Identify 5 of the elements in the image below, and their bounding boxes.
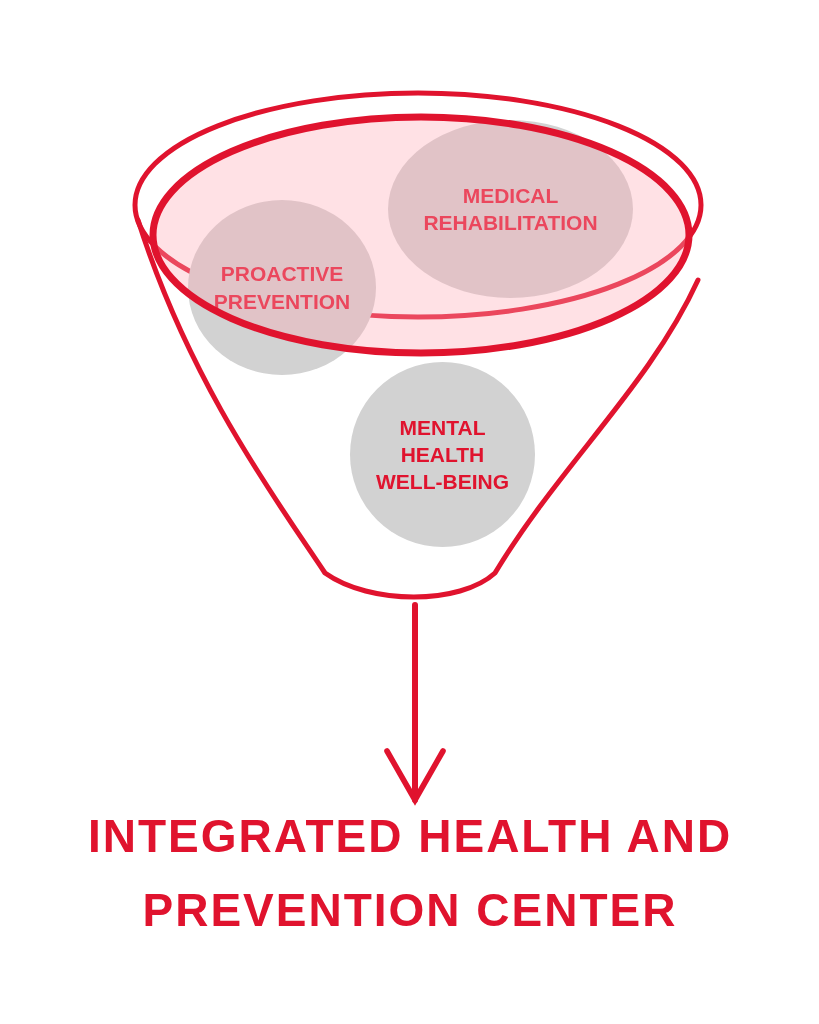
result-title: INTEGRATED HEALTH AND PREVENTION CENTER: [86, 809, 734, 938]
topic-label: MENTAL HEALTH WELL-BEING: [375, 414, 510, 496]
arrow: [384, 602, 446, 803]
topic-label: PROACTIVE PREVENTION: [212, 261, 352, 315]
topic-label: MEDICAL REHABILITATION: [422, 182, 599, 236]
